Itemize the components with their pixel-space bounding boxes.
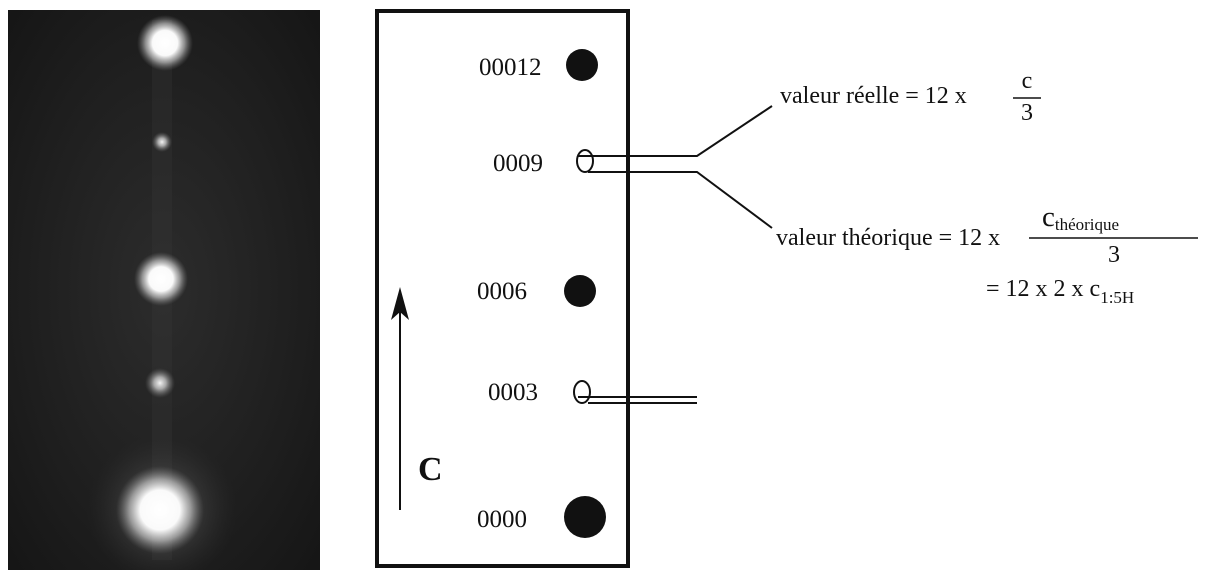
reflection-ring-0003 <box>573 380 591 404</box>
theoretical-numerator-main: c <box>1042 201 1055 233</box>
connector-0009 <box>578 105 773 229</box>
theoretical-equals-line: = 12 x 2 x c1:5H <box>986 276 1134 307</box>
connector-0003 <box>578 396 697 404</box>
schematic-panel: C 00012 0009 0006 0003 0000 <box>375 9 630 568</box>
photo-spot-0006 <box>134 252 188 306</box>
reflection-label-0006: 0006 <box>477 278 527 305</box>
reflection-dot-0006 <box>564 275 596 307</box>
theoretical-equals-sub: 1:5H <box>1100 288 1134 307</box>
reflection-dot-0000 <box>564 496 606 538</box>
reflection-label-0000: 0000 <box>477 506 527 533</box>
c-axis-label: C <box>418 451 443 488</box>
real-value-numerator: c <box>1022 68 1033 94</box>
diffraction-photo <box>8 10 320 570</box>
schematic-frame <box>375 9 630 568</box>
reflection-dot-00012 <box>566 49 598 81</box>
real-value-denominator: 3 <box>1021 100 1033 126</box>
theoretical-value-prefix: valeur théorique = 12 x <box>776 225 1000 251</box>
theoretical-value-annotation: valeur théorique = 12 x cthéorique 3 = 1… <box>776 201 1198 307</box>
photo-spot-0009 <box>152 132 172 152</box>
photo-spot-0000 <box>116 466 204 554</box>
theoretical-equals-prefix: = 12 x 2 x c <box>986 276 1100 302</box>
real-value-prefix: valeur réelle = 12 x <box>780 83 967 109</box>
reflection-label-00012: 00012 <box>479 54 542 81</box>
theoretical-numerator-sub: théorique <box>1055 215 1119 234</box>
reflection-ring-0009 <box>576 149 594 173</box>
c-axis-arrowhead <box>391 287 409 320</box>
connector-theoretical-value-line <box>588 171 773 229</box>
real-value-annotation: valeur réelle = 12 x c 3 <box>780 68 1041 126</box>
theoretical-value-denominator: 3 <box>1108 242 1120 268</box>
reflection-label-0009: 0009 <box>493 150 543 177</box>
photo-spot-0003 <box>145 368 175 398</box>
connector-real-value-line <box>578 105 773 157</box>
reflection-label-0003: 0003 <box>488 379 538 406</box>
photo-spot-00012 <box>137 15 193 71</box>
theoretical-value-numerator: cthéorique <box>1042 201 1119 234</box>
